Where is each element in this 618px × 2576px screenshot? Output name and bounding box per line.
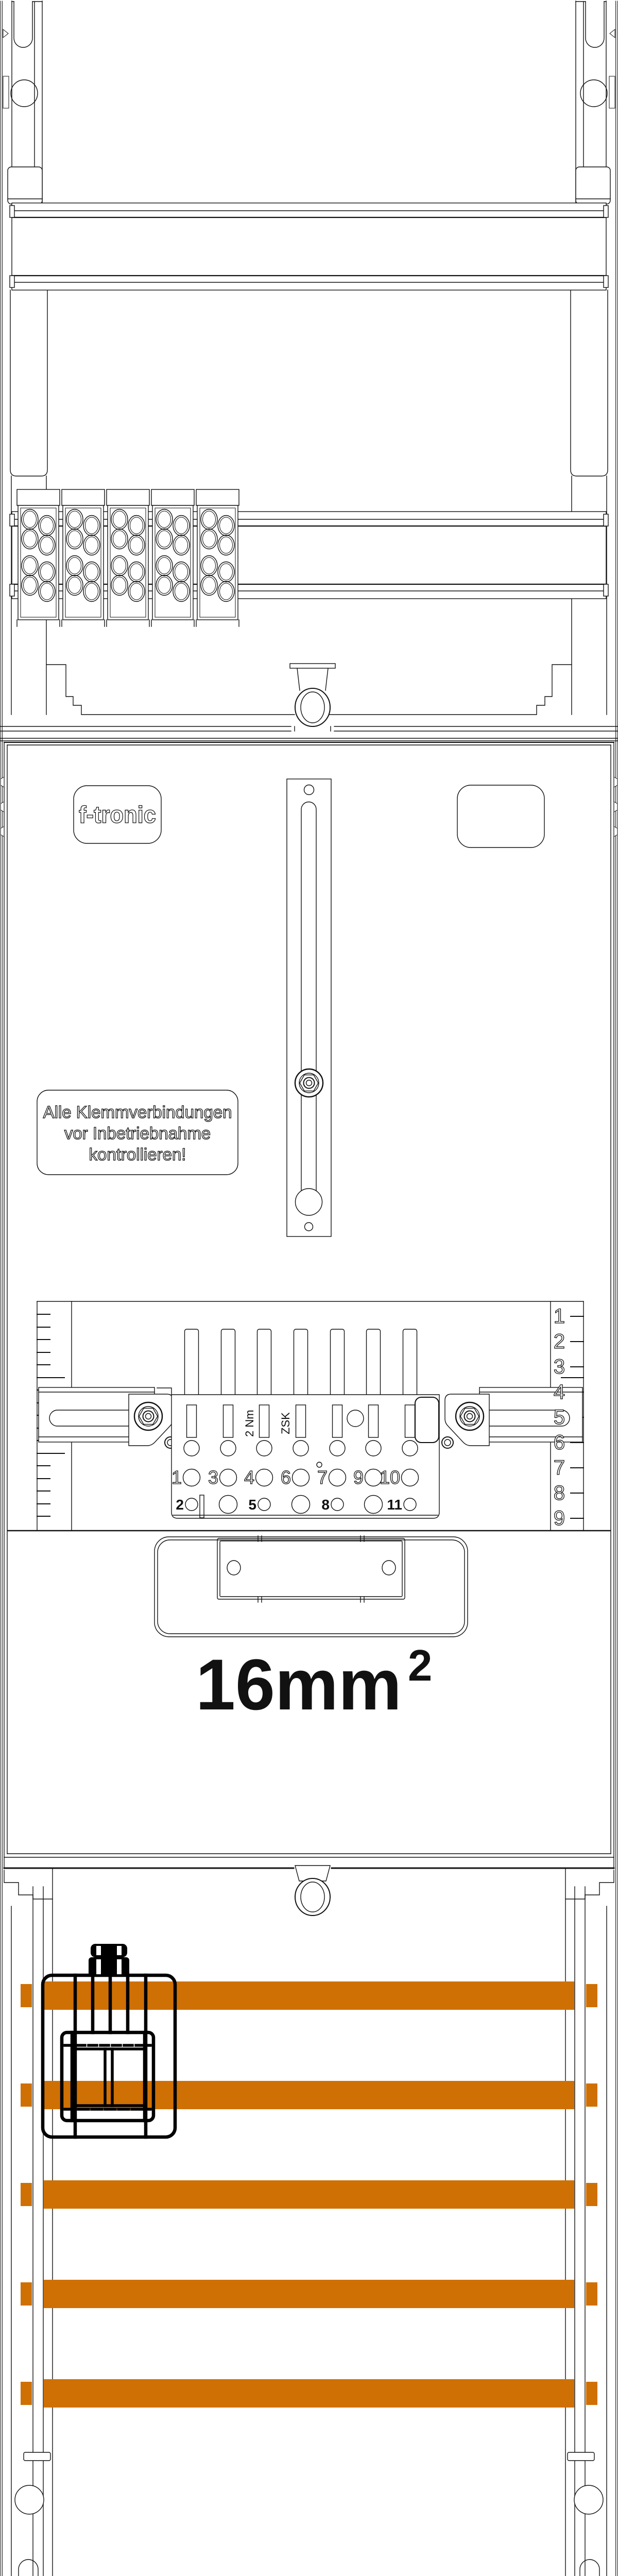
ruler-number: 8 xyxy=(554,1482,565,1504)
brand-logo-text: f-tronic xyxy=(79,801,156,828)
top-mounting-frame xyxy=(0,1,618,741)
terminal-block xyxy=(106,489,150,627)
panel-top-fixing-stem xyxy=(289,663,336,727)
terminal-block xyxy=(61,489,105,627)
side-rail-bottom-left xyxy=(4,1868,53,2576)
ruler-numbers-right: 1 2 3 4 5 6 7 8 9 xyxy=(553,1304,565,1530)
terminal-number: 10 xyxy=(380,1467,400,1488)
bracket-screw-hole xyxy=(382,1560,396,1575)
clamp-bolt-left xyxy=(133,1401,163,1431)
terminal-comb-fingers xyxy=(184,1329,418,1397)
terminal-number: 5 xyxy=(248,1497,256,1513)
terminal-number: 6 xyxy=(281,1467,291,1488)
ruler-number: 7 xyxy=(554,1456,565,1479)
cable-size-label: 16mm 2 xyxy=(196,1641,432,1725)
warning-line-1: Alle Klemmverbindungen xyxy=(43,1103,232,1122)
ruler-number: 4 xyxy=(554,1381,565,1403)
ruler-number: 3 xyxy=(554,1355,565,1378)
terminal-number: 4 xyxy=(244,1467,254,1488)
lower-busbar-field xyxy=(4,1868,614,2576)
clamp-bolt-right xyxy=(455,1401,485,1431)
terminal-block xyxy=(196,489,239,627)
cable-gland-nut xyxy=(89,1944,129,1976)
strain-relief-clamp xyxy=(60,2030,156,2123)
terminal-block-body: 2 Nm ZSK 1 3 4 6 7 9 xyxy=(157,1387,440,1519)
terminal-number: 8 xyxy=(321,1497,330,1513)
ruler-number: 5 xyxy=(554,1406,565,1429)
adjuster-keyhole xyxy=(295,1188,323,1216)
size-label-base: 16mm xyxy=(196,1644,402,1725)
size-label-superscript: 2 xyxy=(408,1641,432,1690)
terminal-block xyxy=(16,489,60,627)
terminal-number: 2 xyxy=(176,1497,184,1513)
terminal-number: 3 xyxy=(208,1467,218,1488)
adjuster-screw-nut xyxy=(294,1068,324,1098)
panel-side-clips xyxy=(0,776,618,837)
meter-panel: f-tronic Alle Klemmverbindungen vor Inbe… xyxy=(0,742,618,1916)
logo-plate: f-tronic xyxy=(73,785,162,844)
height-adjuster-bar xyxy=(286,778,332,1237)
busbar xyxy=(21,2379,597,2408)
zsk-terminal-strip: 2 Nm ZSK 1 3 4 6 7 9 xyxy=(7,1301,611,1532)
busbar xyxy=(21,2180,597,2209)
ruler-number: 1 xyxy=(554,1305,565,1328)
busbar xyxy=(21,1981,597,2010)
terminal-number: 11 xyxy=(387,1497,402,1513)
warning-line-2: vor Inbetriebnahme xyxy=(64,1124,211,1143)
adjuster-top-hole xyxy=(303,784,315,795)
ruler-number: 9 xyxy=(554,1507,565,1530)
label-plate xyxy=(457,785,545,848)
panel-bottom-fixing-stem xyxy=(295,1865,331,1916)
terminal-number: 7 xyxy=(317,1467,328,1488)
torque-label: 2 Nm xyxy=(243,1410,256,1437)
side-rail-bottom-right xyxy=(565,1868,614,2576)
ruler-number: 6 xyxy=(554,1431,565,1454)
type-label: ZSK xyxy=(279,1412,292,1434)
terminal-holes-lower-row: 2 5 8 11 xyxy=(176,1495,417,1518)
ruler-number: 2 xyxy=(554,1330,565,1353)
clamp-ring-right xyxy=(441,1436,454,1449)
side-rail-top-right xyxy=(323,1,615,715)
adjuster-bottom-hole xyxy=(304,1222,314,1231)
terminal-holes-upper-row: 1 3 4 6 7 9 10 xyxy=(171,1466,419,1488)
warning-line-3: kontrollieren! xyxy=(89,1145,186,1164)
terminal-block xyxy=(151,489,195,627)
din-rail-upper xyxy=(9,202,609,291)
terminal-block-row xyxy=(16,489,239,627)
busbar xyxy=(21,2280,597,2308)
terminal-number: 9 xyxy=(353,1467,364,1488)
warning-label: Alle Klemmverbindungen vor Inbetriebnahm… xyxy=(37,1090,238,1175)
meter-cross-bracket xyxy=(154,1535,468,1637)
bracket-screw-hole xyxy=(227,1560,241,1575)
terminal-number: 1 xyxy=(171,1467,182,1488)
